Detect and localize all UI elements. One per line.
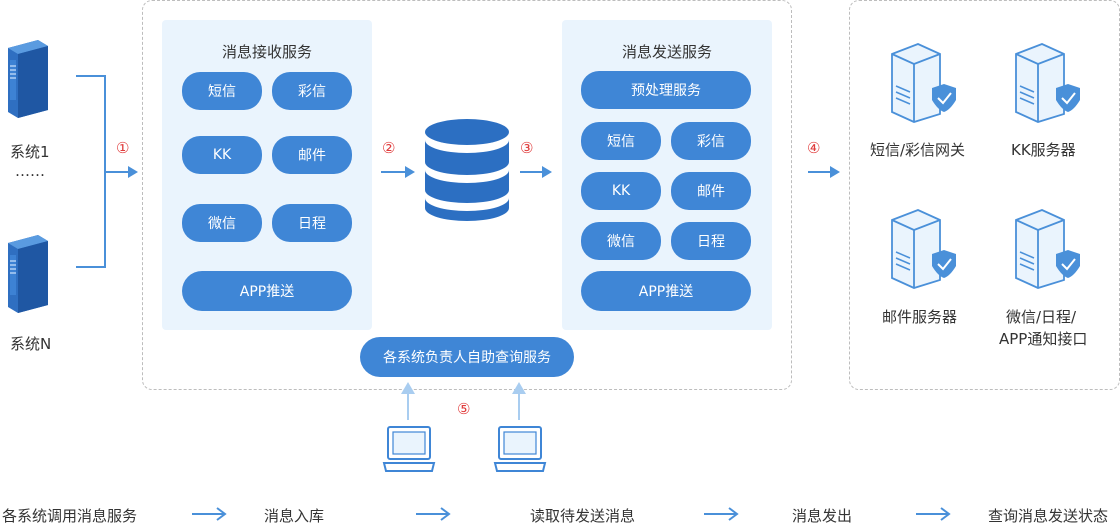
- system-1-server-icon: [0, 40, 48, 120]
- flow-step-3-label: 读取待发送消息: [530, 507, 636, 525]
- laptop-icon-1: [382, 425, 436, 475]
- self-service-query-button[interactable]: 各系统负责人自助查询服务: [360, 337, 574, 377]
- receive-sms-button[interactable]: 短信: [182, 72, 262, 110]
- receive-wechat-button[interactable]: 微信: [182, 204, 262, 242]
- send-preprocess-button[interactable]: 预处理服务: [581, 71, 751, 109]
- system-n-label: 系统N: [10, 335, 52, 353]
- send-wechat-button[interactable]: 微信: [581, 222, 661, 260]
- sms-mms-gateway-label: 短信/彩信网关: [870, 141, 966, 159]
- step-3-number: ③: [520, 139, 534, 157]
- send-schedule-button[interactable]: 日程: [671, 222, 751, 260]
- kk-server-icon: [1012, 43, 1082, 123]
- send-service-title: 消息发送服务: [621, 43, 712, 61]
- laptop-icon-2: [493, 425, 547, 475]
- flow-step-1-label: 各系统调用消息服务: [2, 507, 138, 525]
- wechat-interface-label-line1: 微信/日程/: [1006, 308, 1077, 326]
- receive-mail-button[interactable]: 邮件: [272, 136, 352, 174]
- receive-service-title: 消息接收服务: [221, 43, 312, 61]
- receive-app-push-button[interactable]: APP推送: [182, 271, 352, 311]
- step-1-number: ①: [116, 139, 130, 157]
- flow-step-5-label: 查询消息发送状态: [988, 507, 1109, 525]
- send-kk-button[interactable]: KK: [581, 172, 661, 210]
- system-n-server-icon: [0, 235, 48, 315]
- send-app-push-button[interactable]: APP推送: [581, 271, 751, 311]
- message-platform-container: [142, 0, 792, 390]
- mail-server-icon: [888, 209, 958, 289]
- step-5-number: ⑤: [457, 400, 471, 418]
- flow-step-2-label: 消息入库: [264, 507, 325, 525]
- receive-mms-button[interactable]: 彩信: [272, 72, 352, 110]
- wechat-interface-label-line2: APP通知接口: [999, 330, 1088, 348]
- mail-server-label: 邮件服务器: [882, 308, 958, 326]
- send-mms-button[interactable]: 彩信: [671, 122, 751, 160]
- send-sms-button[interactable]: 短信: [581, 122, 661, 160]
- send-mail-button[interactable]: 邮件: [671, 172, 751, 210]
- database-icon: [424, 118, 510, 222]
- wechat-interface-server-icon: [1012, 209, 1082, 289]
- kk-server-label: KK服务器: [1011, 141, 1076, 159]
- step-2-number: ②: [382, 139, 396, 157]
- flow-step-4-label: 消息发出: [792, 507, 853, 525]
- systems-ellipsis: ……: [15, 162, 45, 180]
- receive-schedule-button[interactable]: 日程: [272, 204, 352, 242]
- step-4-number: ④: [807, 139, 821, 157]
- sms-gateway-server-icon: [888, 43, 958, 123]
- system-1-label: 系统1: [10, 143, 50, 161]
- receive-kk-button[interactable]: KK: [182, 136, 262, 174]
